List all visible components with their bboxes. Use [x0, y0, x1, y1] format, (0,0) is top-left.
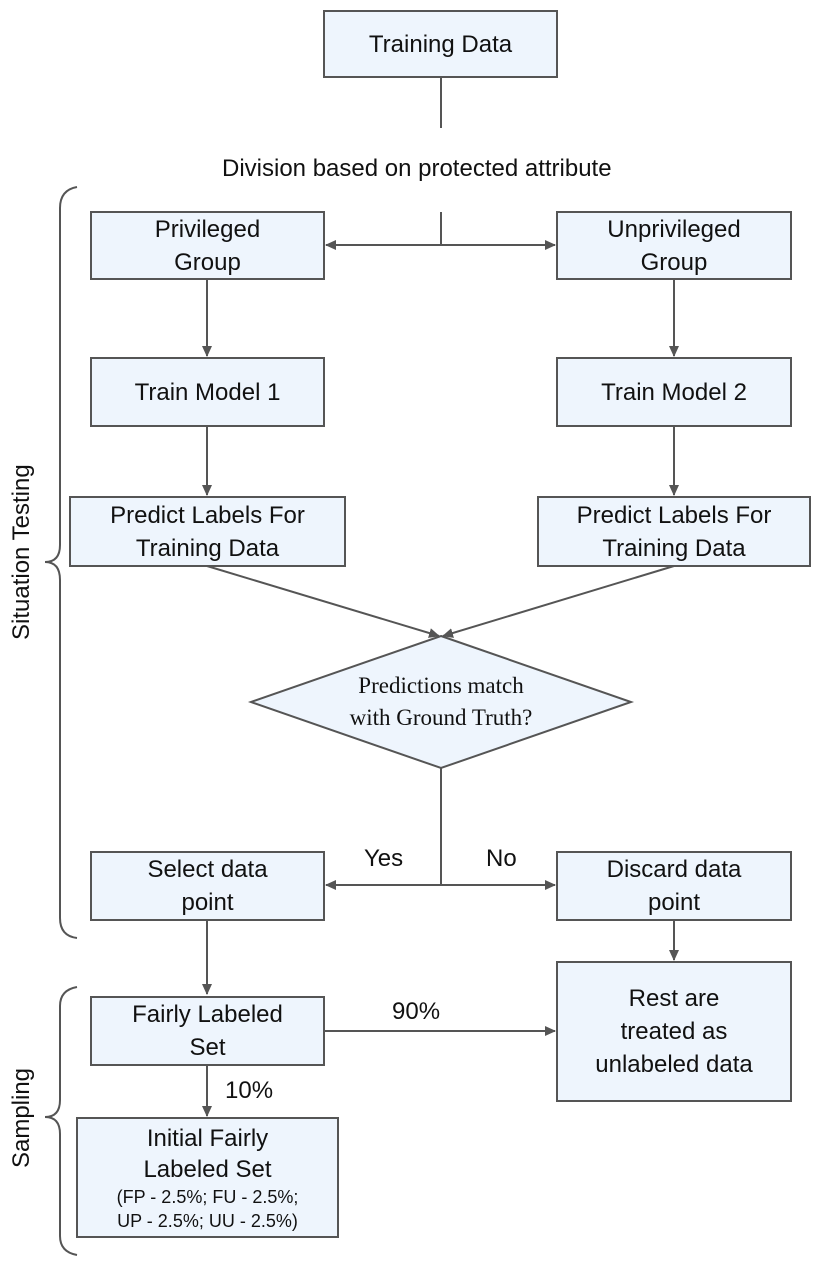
decision-line-1: Predictions match	[358, 673, 524, 698]
predict-right-line-2: Training Data	[602, 534, 746, 562]
rest-line-3: unlabeled data	[595, 1051, 753, 1078]
discard-line-2: point	[647, 889, 701, 916]
decision-text: Predictions match with Ground Truth?	[291, 670, 591, 734]
initial-line-2: Labeled Set	[143, 1155, 272, 1183]
initial-detail-line-2: UP - 2.5%; UU - 2.5%)	[117, 1210, 298, 1231]
select-line-2: point	[181, 889, 234, 916]
predict-left-node: Predict Labels For Training Data	[69, 496, 346, 567]
edge-predict-right-to-decision	[442, 565, 675, 638]
select-data-point-node: Select data point	[90, 851, 325, 921]
train-model-1-node: Train Model 1	[90, 357, 325, 427]
train-model-2-node: Train Model 2	[556, 357, 792, 427]
fairly-labeled-set-node: Fairly Labeled Set	[90, 996, 325, 1066]
rest-line-1: Rest are	[628, 985, 720, 1012]
train-model-2-label: Train Model 2	[601, 378, 747, 406]
unprivileged-line-2: Group	[640, 248, 708, 276]
training-data-node: Training Data	[323, 10, 558, 78]
train-model-1-label: Train Model 1	[134, 378, 281, 406]
initial-fairly-labeled-set-node: Initial Fairly Labeled Set (FP - 2.5%; F…	[76, 1117, 339, 1238]
edge-label-ten: 10%	[225, 1077, 274, 1104]
edge-label-ninety: 90%	[392, 998, 441, 1025]
rest-unlabeled-node: Rest are treated as unlabeled data	[556, 961, 792, 1102]
privileged-line-1: Privileged	[154, 215, 261, 243]
privileged-line-2: Group	[174, 248, 241, 276]
initial-detail-line-1: (FP - 2.5%; FU - 2.5%;	[116, 1186, 299, 1207]
decision-line-2: with Ground Truth?	[349, 705, 533, 730]
rest-line-2: treated as	[620, 1018, 728, 1045]
predict-left-line-1: Predict Labels For	[110, 501, 305, 529]
group-label-situation-testing: Situation Testing	[8, 464, 35, 640]
select-line-1: Select data	[147, 856, 268, 883]
group-label-sampling: Sampling	[8, 1067, 35, 1169]
edge-label-yes: Yes	[364, 845, 404, 872]
fairly-line-2: Set	[189, 1034, 226, 1061]
division-label: Division based on protected attribute	[222, 155, 612, 182]
brace-situation-testing	[44, 186, 78, 939]
brace-sampling	[44, 986, 78, 1256]
fairly-line-1: Fairly Labeled	[132, 1001, 283, 1028]
discard-data-point-node: Discard data point	[556, 851, 792, 921]
initial-line-1: Initial Fairly	[146, 1124, 269, 1152]
edge-label-no: No	[486, 845, 517, 872]
predict-right-node: Predict Labels For Training Data	[537, 496, 811, 567]
training-data-label: Training Data	[368, 30, 513, 58]
predict-left-line-2: Training Data	[135, 534, 280, 562]
privileged-group-node: Privileged Group	[90, 211, 325, 280]
edge-predict-left-to-decision	[206, 565, 440, 638]
discard-line-1: Discard data	[606, 856, 742, 883]
unprivileged-group-node: Unprivileged Group	[556, 211, 792, 280]
unprivileged-line-1: Unprivileged	[607, 215, 741, 243]
predict-right-line-1: Predict Labels For	[576, 501, 772, 529]
